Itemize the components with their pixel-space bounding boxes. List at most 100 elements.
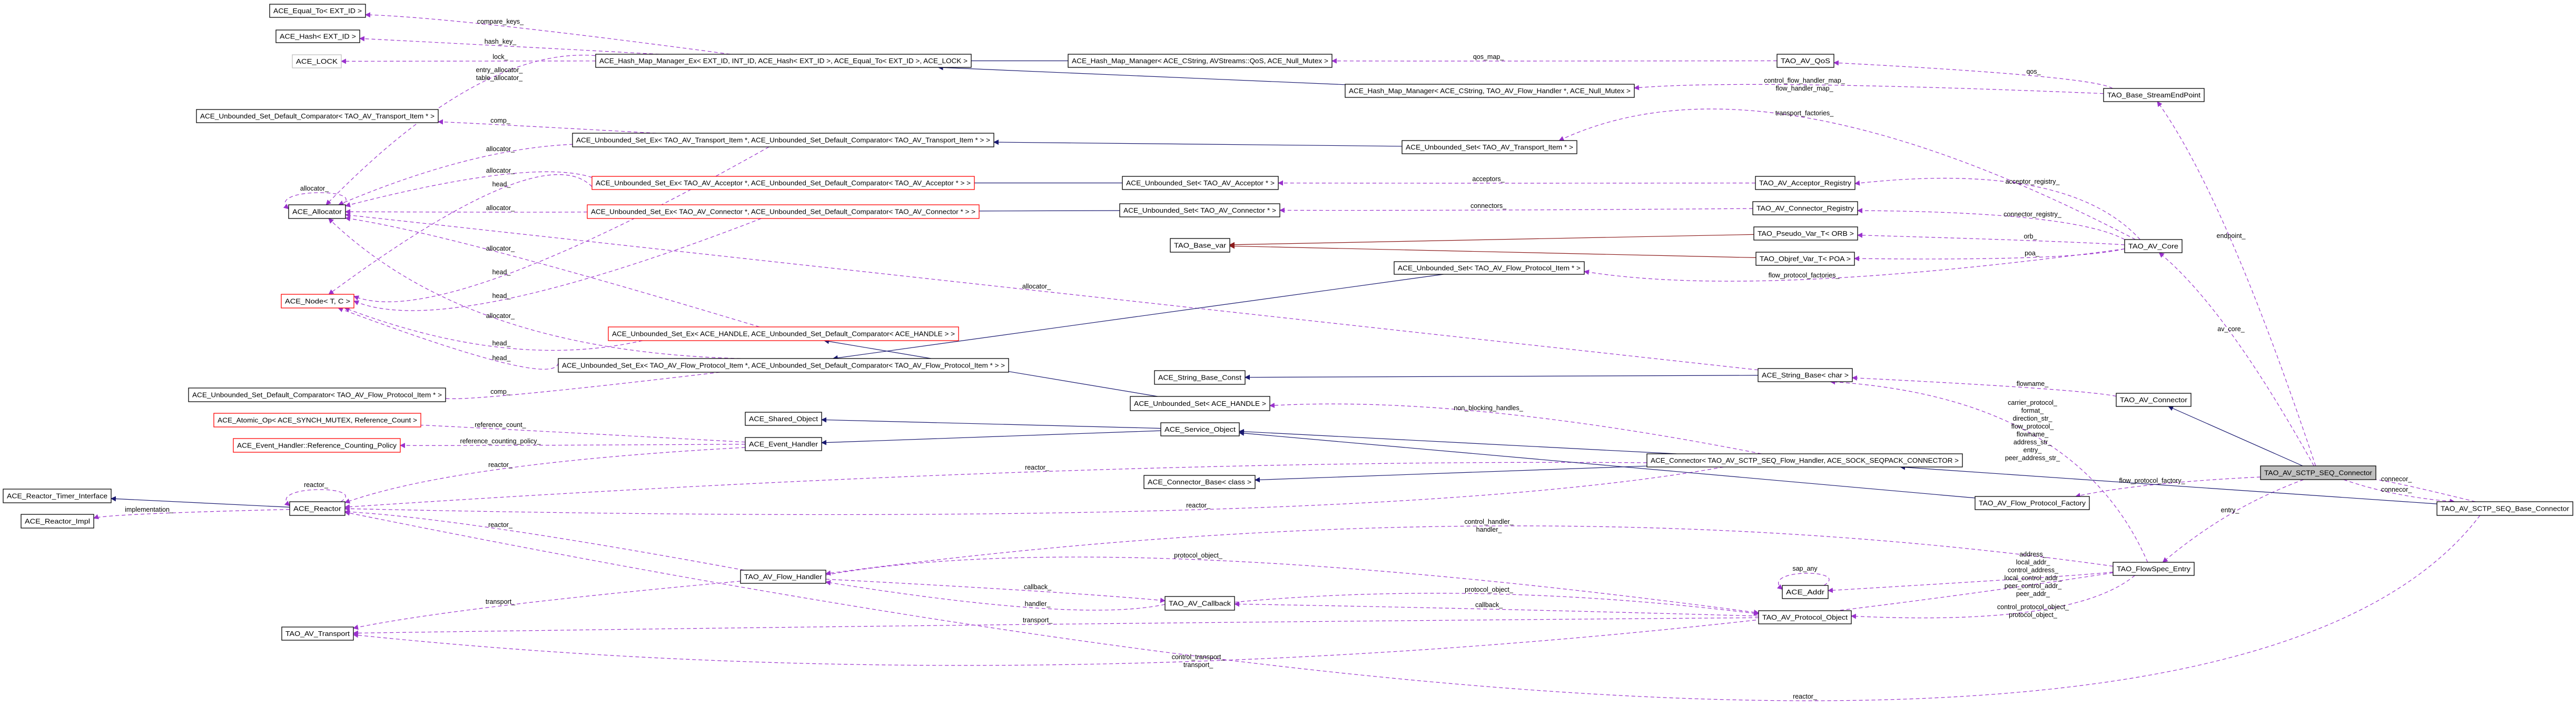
edge-label: local_control_addr_ [2004,574,2062,582]
class-node[interactable]: TAO_Pseudo_Var_T< ORB > [1753,226,1858,241]
class-node[interactable]: ACE_Unbounded_Set_Default_Comparator< TA… [188,387,446,402]
class-node-label: ACE_Addr [1786,588,1825,596]
class-node-label: ACE_Node< T, C > [285,297,350,305]
edge-label: entry_ [2024,446,2042,454]
class-node-box [289,501,346,516]
class-node[interactable]: TAO_AV_QoS [1776,54,1834,68]
edge-label: lock_ [492,53,508,61]
class-node-box [1753,226,1858,241]
edge-member-usage [328,218,741,359]
class-node[interactable]: ACE_LOCK [292,54,342,68]
class-node[interactable]: TAO_AV_Callback [1164,596,1235,611]
class-node[interactable]: ACE_String_Base_Const [1154,370,1246,385]
class-node[interactable]: ACE_String_Base< char > [1758,368,1853,382]
class-node[interactable]: TAO_Base_StreamEndPoint [2103,88,2205,102]
edge-label: address_str_ [2014,439,2052,446]
class-node[interactable]: TAO_AV_Transport [281,626,354,641]
class-node[interactable]: ACE_Hash_Map_Manager< ACE_CString, AVStr… [1068,54,1333,68]
class-node[interactable]: ACE_Unbounded_Set_Default_Comparator< TA… [196,109,439,123]
edge-member-usage [440,372,721,400]
class-node[interactable]: ACE_Hash_Map_Manager< ACE_CString, TAO_A… [1345,84,1635,98]
edge-inheritance [1255,465,1647,483]
edge-member-usage [2158,252,2314,466]
edge-label: head_ [492,181,511,188]
class-node[interactable]: ACE_Unbounded_Set< TAO_AV_Acceptor * > [1122,176,1279,190]
class-node-box [1401,140,1577,154]
edge-member-usage [1854,177,2140,240]
class-node[interactable]: TAO_AV_Acceptor_Registry [1755,176,1855,190]
class-node[interactable]: ACE_Connector< TAO_AV_SCTP_SEQ_Flow_Hand… [1646,453,1963,468]
class-node[interactable]: ACE_Equal_To< EXT_ID > [269,4,366,18]
edge-inheritance [111,496,290,508]
class-node-label: ACE_Reactor_Impl [25,518,90,525]
edge-label: non_blocking_handles_ [1454,404,1523,412]
class-node-label: TAO_AV_Core [2128,242,2178,250]
class-node[interactable]: TAO_AV_Connector [2116,393,2192,407]
class-node-box [1646,453,1963,468]
class-node[interactable]: TAO_AV_Protocol_Object [1758,610,1852,624]
class-node-label: TAO_AV_Protocol_Object [1762,613,1848,621]
class-node[interactable]: TAO_AV_Core [2124,239,2183,253]
class-node[interactable]: ACE_Allocator [288,204,346,219]
edge-member-usage [1857,232,2125,245]
class-node[interactable]: ACE_Unbounded_Set< TAO_AV_Flow_Protocol_… [1394,261,1585,275]
class-node[interactable]: ACE_Event_Handler [745,437,822,451]
class-node[interactable]: ACE_Unbounded_Set< ACE_HANDLE > [1130,396,1270,411]
edge-label: reference_count_ [475,421,526,429]
class-node[interactable]: ACE_Unbounded_Set_Ex< TAO_AV_Connector *… [587,204,980,219]
class-node-label: ACE_Shared_Object [749,415,818,423]
class-node[interactable]: TAO_AV_Connector_Registry [1752,201,1858,215]
edge-label: endpoint_ [2217,232,2246,240]
class-node[interactable]: TAO_AV_SCTP_SEQ_Base_Connector [2436,501,2573,516]
class-node-label: TAO_AV_SCTP_SEQ_Base_Connector [2441,505,2570,513]
edge-member-usage [1852,375,2117,397]
class-node[interactable]: ACE_Hash_Map_Manager_Ex< EXT_ID, INT_ID,… [595,54,972,68]
edge-member-usage [438,119,657,134]
class-node[interactable]: ACE_Unbounded_Set< TAO_AV_Connector * > [1119,203,1280,217]
class-node-box [213,413,421,427]
class-node[interactable]: ACE_Event_Handler::Reference_Counting_Po… [233,438,401,453]
edge-label: allocator_ [486,167,515,174]
class-node[interactable]: ACE_Unbounded_Set_Ex< TAO_AV_Flow_Protoc… [558,358,1009,373]
class-node[interactable]: ACE_Unbounded_Set_Ex< ACE_HANDLE, ACE_Un… [608,326,959,341]
edge-label: direction_str_ [2012,415,2052,422]
edge-label: handler_ [1476,526,1503,533]
class-node[interactable]: ACE_Service_Object [1160,422,1240,436]
edge-member-usage [345,212,1759,371]
edge-member-usage [1331,58,1778,64]
class-node[interactable]: TAO_Base_var [1170,238,1230,253]
class-node[interactable]: ACE_Shared_Object [745,412,822,426]
edge-label: head_ [492,292,511,300]
class-node[interactable]: ACE_Reactor_Timer_Interface [3,489,112,503]
edge-label: carrier_protocol_ [2008,399,2058,406]
class-node-box [1776,54,1834,68]
edge-inheritance [2168,406,2303,466]
edge-inheritance [937,65,1346,85]
class-node[interactable]: ACE_Reactor [289,501,346,516]
edge-label: av_core_ [2217,325,2245,333]
edge-label: flowname_ [2017,431,2049,438]
class-node[interactable]: ACE_Connector_Base< class > [1143,475,1256,489]
class-node[interactable]: TAO_AV_Flow_Handler [740,570,826,584]
class-node[interactable]: ACE_Node< T, C > [281,294,354,309]
class-node-box [1068,54,1333,68]
class-node[interactable]: ACE_Unbounded_Set_Ex< TAO_AV_Transport_I… [572,133,994,147]
edge-member-usage [338,307,559,370]
class-node-label: ACE_Connector_Base< class > [1148,478,1251,486]
class-node[interactable]: ACE_Addr [1782,585,1829,599]
class-node[interactable]: ACE_Atomic_Op< ACE_SYNCH_MUTEX, Referenc… [213,413,421,427]
class-node[interactable]: TAO_AV_Flow_Protocol_Factory [1975,496,2090,510]
edge-member-usage [1776,573,1830,590]
class-node[interactable]: ACE_Unbounded_Set< TAO_AV_Transport_Item… [1401,140,1577,154]
class-node[interactable]: ACE_Unbounded_Set_Ex< TAO_AV_Acceptor *,… [591,176,975,190]
class-node[interactable]: TAO_Objref_Var_T< POA > [1755,252,1855,266]
edge-label: qos_ [2026,68,2041,75]
edge-member-usage [825,580,1166,611]
edge-label: protocol_object_ [1465,586,1514,593]
class-node[interactable]: TAO_FlowSpec_Entry [2113,562,2195,576]
edge-label: transport_ [486,598,516,605]
edge-inheritance [821,417,1161,429]
class-node[interactable]: TAO_AV_SCTP_SEQ_Connector [2260,465,2376,480]
class-node[interactable]: ACE_Hash< EXT_ID > [275,29,360,43]
class-node[interactable]: ACE_Reactor_Impl [21,514,94,529]
